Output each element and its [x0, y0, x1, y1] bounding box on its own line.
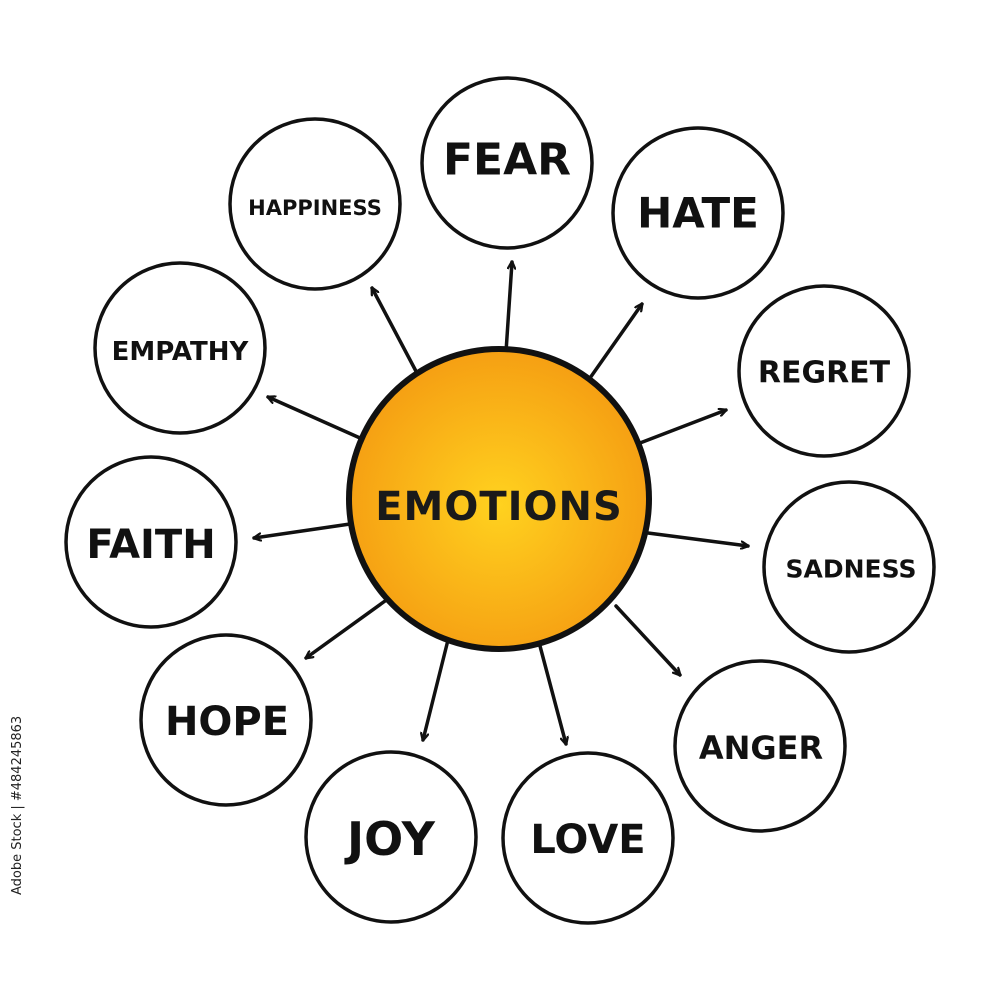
- center-circle: [346, 346, 652, 652]
- node-regret-circle: [737, 284, 911, 458]
- node-empathy: EMPATHY: [93, 261, 267, 435]
- node-regret-label: REGRET: [758, 356, 891, 391]
- node-love-label: LOVE: [530, 817, 645, 863]
- node-happiness-circle: [228, 117, 402, 291]
- arrow-to-anger: [614, 604, 682, 677]
- node-anger-label: ANGER: [699, 729, 823, 767]
- node-fear-circle: [420, 76, 594, 250]
- node-happiness: HAPPINESS: [228, 117, 402, 291]
- node-sadness-label: SADNESS: [786, 555, 917, 584]
- node-fear: FEAR: [420, 76, 594, 250]
- node-hate-label: HATE: [637, 189, 759, 238]
- node-hate-circle: [611, 126, 785, 300]
- arrow-to-joy: [423, 638, 450, 740]
- arrow-to-sadness: [646, 531, 748, 546]
- node-joy: JOY: [304, 750, 478, 924]
- node-fear-label: FEAR: [443, 135, 571, 186]
- arrow-to-hope: [304, 599, 387, 660]
- center-node: EMOTIONS: [346, 346, 652, 652]
- arrow-to-empathy: [268, 397, 362, 440]
- arrow-to-fear: [504, 262, 512, 354]
- node-anger: ANGER: [673, 659, 847, 833]
- arrow-to-hate: [588, 302, 644, 380]
- node-regret: REGRET: [737, 284, 911, 458]
- node-sadness-circle: [762, 480, 936, 654]
- node-faith-circle: [64, 455, 238, 629]
- node-faith: FAITH: [64, 455, 238, 629]
- node-love: LOVE: [501, 751, 675, 925]
- node-empathy-label: EMPATHY: [112, 337, 250, 367]
- arrow-to-happiness: [370, 288, 420, 377]
- node-anger-circle: [673, 659, 847, 833]
- arrows-group: [254, 262, 748, 744]
- node-empathy-circle: [93, 261, 267, 435]
- node-love-circle: [501, 751, 675, 925]
- node-joy-circle: [304, 750, 478, 924]
- stock-id-label: Adobe Stock | #484245863: [10, 715, 25, 895]
- node-happiness-label: HAPPINESS: [248, 196, 382, 220]
- node-hope-label: HOPE: [165, 699, 289, 745]
- arrow-to-love: [538, 644, 566, 744]
- node-faith-label: FAITH: [86, 522, 215, 568]
- arrow-to-faith: [254, 522, 352, 538]
- stock-id-text: Adobe Stock | #484245863: [6, 716, 36, 895]
- node-joy-label: JOY: [344, 812, 436, 866]
- node-hope: HOPE: [139, 633, 313, 807]
- node-hate: HATE: [611, 126, 785, 300]
- arrow-to-regret: [638, 410, 726, 445]
- center-label: EMOTIONS: [375, 484, 623, 530]
- node-hope-circle: [139, 633, 313, 807]
- node-sadness: SADNESS: [762, 480, 936, 654]
